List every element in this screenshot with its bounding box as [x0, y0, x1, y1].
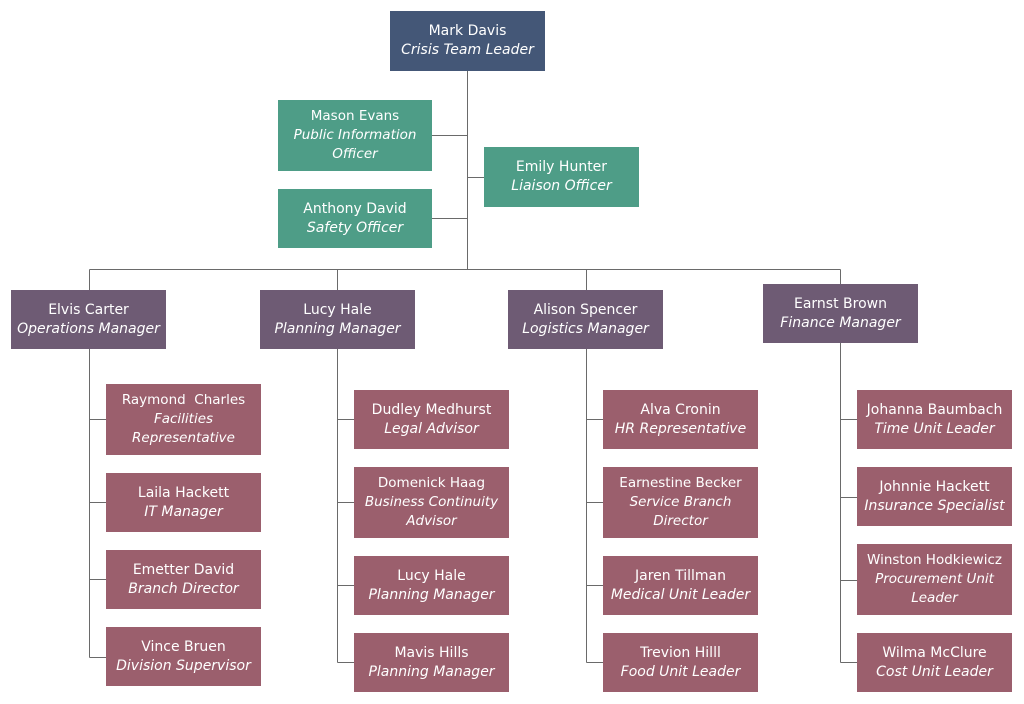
- node-operations-manager[interactable]: Elvis Carter Operations Manager: [11, 290, 166, 349]
- node-role: Cost Unit Leader: [876, 663, 993, 680]
- node-name: Alva Cronin: [640, 401, 721, 418]
- node-name: Johnnie Hackett: [879, 478, 990, 495]
- node-name: Lucy Hale: [303, 301, 372, 318]
- node-name: Mavis Hills: [394, 644, 469, 661]
- node-member[interactable]: Johnnie Hackett Insurance Specialist: [857, 467, 1012, 526]
- node-role: Logistics Manager: [522, 320, 649, 337]
- node-role: Public Information Officer: [293, 127, 417, 162]
- node-finance-manager[interactable]: Earnst Brown Finance Manager: [763, 284, 918, 343]
- node-role: Division Supervisor: [116, 657, 251, 674]
- node-role: Safety Officer: [306, 219, 404, 236]
- node-member[interactable]: Lucy Hale Planning Manager: [354, 556, 509, 615]
- node-member[interactable]: Domenick Haag Business Continuity Adviso…: [354, 467, 509, 538]
- node-member[interactable]: Jaren Tillman Medical Unit Leader: [603, 556, 758, 615]
- node-role: Branch Director: [128, 580, 239, 597]
- node-member[interactable]: Emetter David Branch Director: [106, 550, 261, 609]
- node-liaison-officer[interactable]: Emily Hunter Liaison Officer: [484, 147, 639, 207]
- node-crisis-team-leader[interactable]: Mark Davis Crisis Team Leader: [390, 11, 545, 71]
- node-name: Winston Hodkiewicz: [867, 552, 1002, 568]
- node-name: Mark Davis: [428, 23, 507, 39]
- node-name: Anthony David: [303, 200, 407, 217]
- node-name: Raymond Charles: [121, 392, 246, 408]
- node-role: Insurance Specialist: [864, 497, 1005, 514]
- node-member[interactable]: Dudley Medhurst Legal Advisor: [354, 390, 509, 449]
- node-role: IT Manager: [144, 503, 223, 520]
- node-name: Mason Evans: [310, 108, 400, 124]
- node-role: Legal Advisor: [384, 420, 479, 437]
- node-role: Business Continuity Advisor: [364, 494, 499, 529]
- node-name: Elvis Carter: [48, 301, 129, 318]
- node-name: Domenick Haag: [377, 475, 486, 491]
- node-name: Dudley Medhurst: [371, 401, 492, 418]
- node-role: Time Unit Leader: [874, 420, 995, 437]
- node-member[interactable]: Trevion Hilll Food Unit Leader: [603, 633, 758, 692]
- node-name: Lucy Hale: [397, 567, 466, 584]
- node-member[interactable]: Vince Bruen Division Supervisor: [106, 627, 261, 686]
- node-name: Laila Hackett: [137, 484, 230, 501]
- node-role: Finance Manager: [780, 314, 901, 331]
- node-name: Earnestine Becker: [619, 475, 742, 491]
- node-logistics-manager[interactable]: Alison Spencer Logistics Manager: [508, 290, 663, 349]
- node-name: Jaren Tillman: [635, 567, 726, 584]
- node-name: Earnst Brown: [794, 295, 887, 312]
- node-member[interactable]: Wilma McClure Cost Unit Leader: [857, 633, 1012, 692]
- node-role: Medical Unit Leader: [610, 586, 751, 603]
- node-role: Service Branch Director: [629, 494, 732, 529]
- node-role: Operations Manager: [17, 320, 160, 337]
- node-role: Planning Manager: [368, 663, 495, 680]
- node-role: Procurement Unit Leader: [875, 571, 994, 606]
- node-member[interactable]: Mavis Hills Planning Manager: [354, 633, 509, 692]
- node-role: Food Unit Leader: [620, 663, 741, 680]
- node-member[interactable]: Alva Cronin HR Representative: [603, 390, 758, 449]
- node-name: Vince Bruen: [141, 638, 226, 655]
- node-name: Wilma McClure: [882, 644, 987, 661]
- node-member[interactable]: Johanna Baumbach Time Unit Leader: [857, 390, 1012, 449]
- node-name: Emily Hunter: [515, 159, 608, 175]
- node-role: Planning Manager: [368, 586, 495, 603]
- node-name: Emetter David: [132, 561, 235, 578]
- node-public-information-officer[interactable]: Mason Evans Public Information Officer: [278, 100, 432, 171]
- node-member[interactable]: Earnestine Becker Service Branch Directo…: [603, 467, 758, 538]
- node-name: Trevion Hilll: [640, 644, 721, 661]
- node-role: Crisis Team Leader: [401, 42, 534, 58]
- node-member[interactable]: Raymond Charles Facilities Representativ…: [106, 384, 261, 455]
- node-role: Liaison Officer: [511, 178, 612, 194]
- node-member[interactable]: Laila Hackett IT Manager: [106, 473, 261, 532]
- node-role: Planning Manager: [274, 320, 401, 337]
- node-role: HR Representative: [614, 420, 747, 437]
- node-role: Facilities Representative: [132, 411, 235, 446]
- node-name: Alison Spencer: [533, 301, 638, 318]
- node-name: Johanna Baumbach: [866, 401, 1003, 418]
- node-member[interactable]: Winston Hodkiewicz Procurement Unit Lead…: [857, 544, 1012, 615]
- node-safety-officer[interactable]: Anthony David Safety Officer: [278, 189, 432, 248]
- node-planning-manager[interactable]: Lucy Hale Planning Manager: [260, 290, 415, 349]
